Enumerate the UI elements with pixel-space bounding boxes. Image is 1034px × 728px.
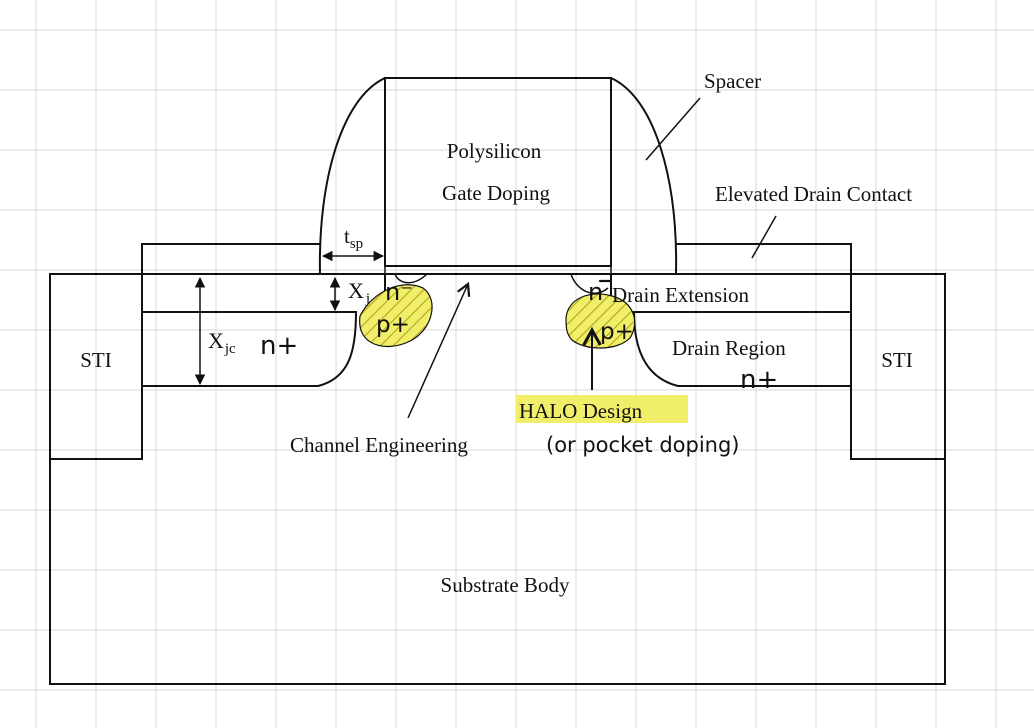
elevated-drain-contact-label: Elevated Drain Contact [715,182,912,206]
gate-label-line-2: Gate Doping [442,181,550,205]
substrate-outline [49,273,946,685]
pocket-doping-annotation: (or pocket doping) [546,433,740,457]
sti-left-region [50,274,143,460]
spacer-label: Spacer [704,69,761,93]
spacer-right [610,77,678,275]
spacer-leader-line [645,97,701,161]
sti-left-label: STI [80,348,112,372]
gate-oxide [384,265,612,275]
xjc-label: Xjc [208,328,236,357]
polysilicon-gate [384,77,612,267]
drain-extension-curve [570,273,609,294]
drain-region-label: Drain Region [672,336,786,360]
halo-design-label: HALO Design [519,399,643,423]
spacer-left [318,77,386,275]
source-extension-curve [394,273,428,284]
p-plus-left-annotation: p+ [376,312,410,338]
substrate-body-label: Substrate Body [441,573,570,597]
n-minus-right-annotation: n [588,278,603,306]
p-plus-right-annotation: p+ [600,319,634,345]
gate-label-line-1: Polysilicon [447,139,542,163]
sti-right-region [850,274,945,460]
sti-right-label: STI [881,348,913,372]
halo-design-highlight [516,395,688,423]
n-minus-left-annotation: n⁻ [385,278,413,306]
channel-engineering-arrow [407,281,471,419]
n-plus-right-annotation: n+ [740,365,778,395]
channel-engineering-label: Channel Engineering [290,433,468,457]
n-plus-left-annotation: n+ [260,331,298,361]
tsp-label: tsp [344,224,363,252]
elevated-source-contact [141,243,320,274]
source-region-boundary [142,311,358,387]
halo-pocket-left [359,284,433,348]
elevated-contact-leader-line [751,215,777,259]
drain-extension-label: Drain Extension [612,283,750,307]
elevated-drain-contact [676,243,852,274]
